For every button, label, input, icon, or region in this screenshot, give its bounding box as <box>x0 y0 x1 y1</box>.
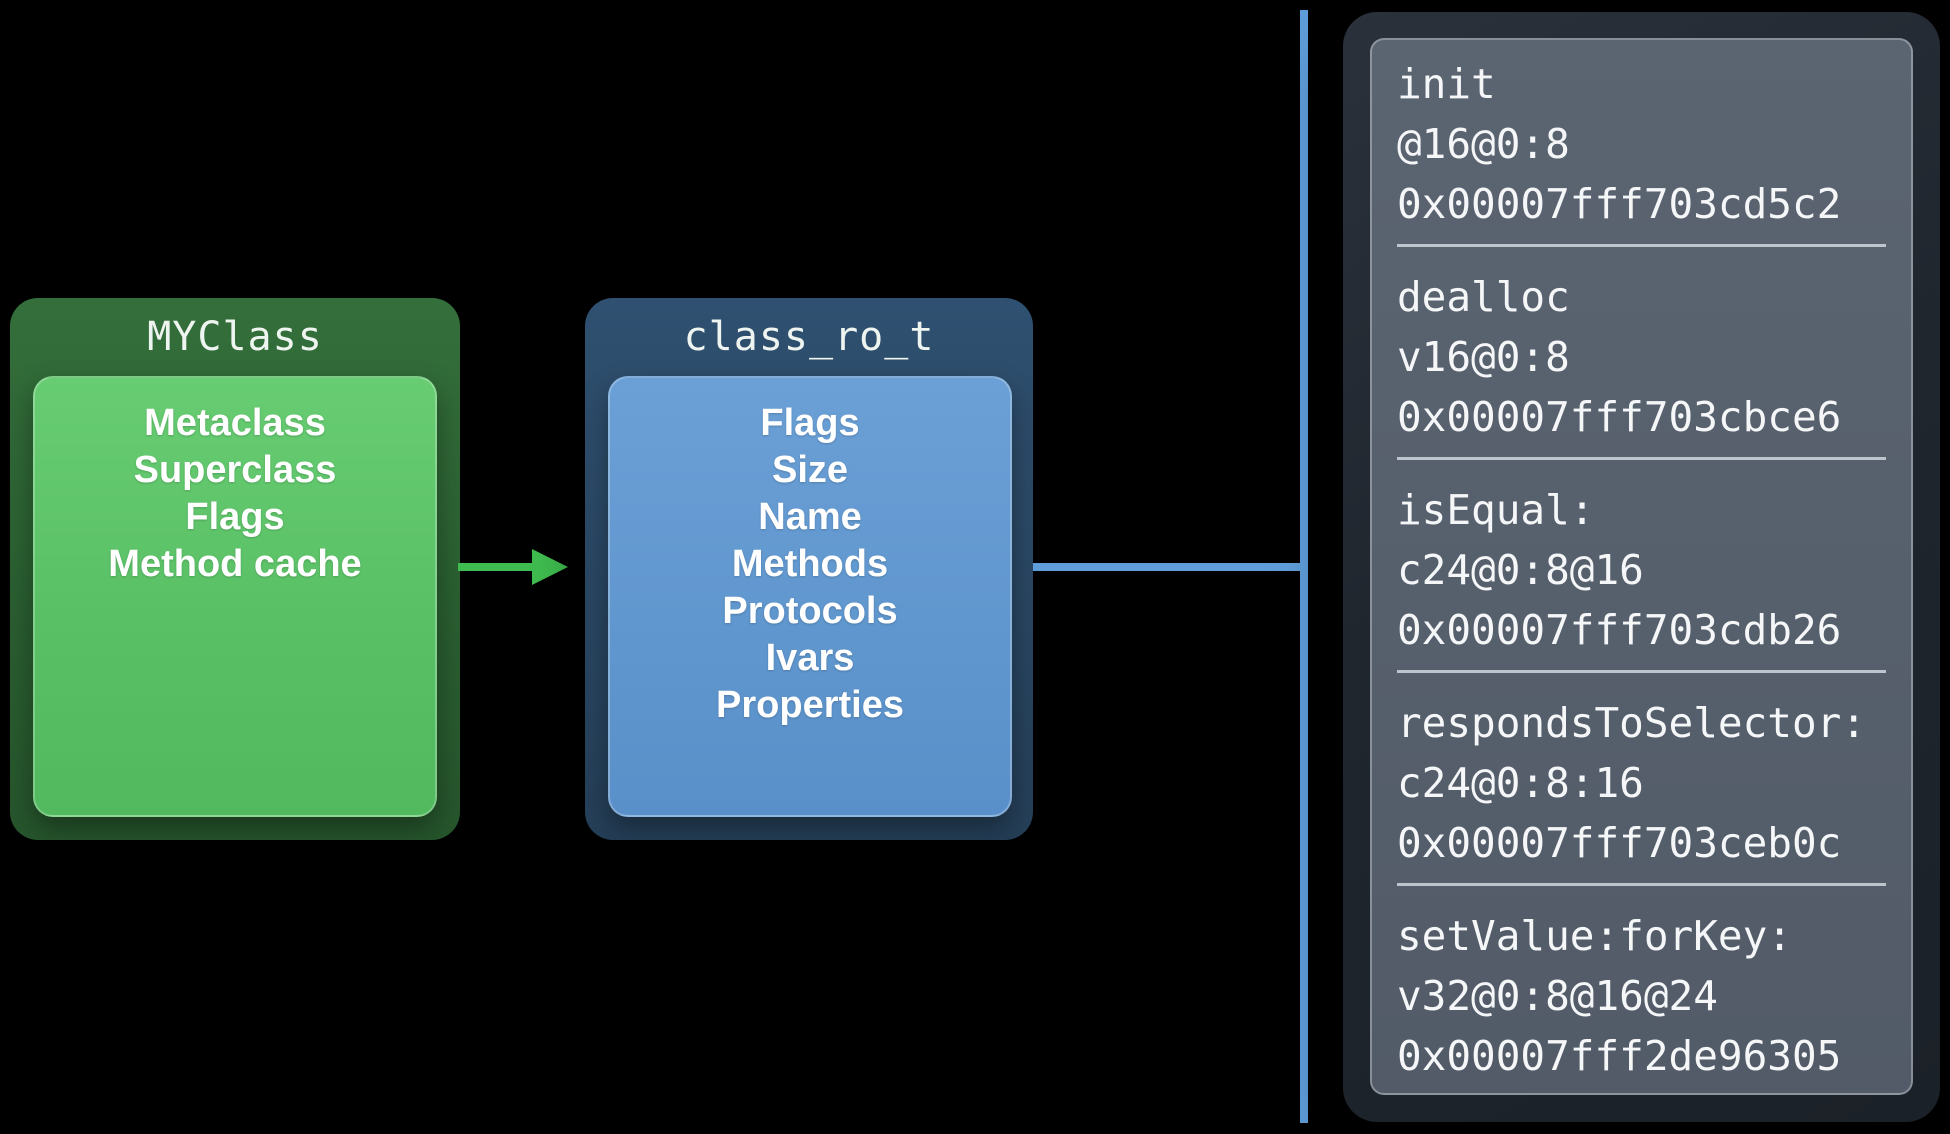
method-encoding: @16@0:8 <box>1397 120 1570 168</box>
classro-to-methods-connector <box>1033 563 1306 571</box>
field-methods: Methods <box>731 543 889 585</box>
field-protocols: Protocols <box>722 590 898 632</box>
method-list-panel: init @16@0:8 0x00007fff703cd5c2 dealloc … <box>1343 12 1940 1122</box>
method-address: 0x00007fff703cd5c2 <box>1397 180 1842 228</box>
field-method-cache: Method cache <box>108 543 362 585</box>
method-name: setValue:forKey: <box>1397 912 1792 960</box>
method-address: 0x00007fff703cbce6 <box>1397 393 1842 441</box>
method-name: init <box>1397 60 1496 108</box>
classro-title: class_ro_t <box>683 314 935 360</box>
method-encoding: v16@0:8 <box>1397 333 1570 381</box>
method-encoding: c24@0:8@16 <box>1397 546 1644 594</box>
field-flags: Flags <box>760 402 860 444</box>
method-address: 0x00007fff703cdb26 <box>1397 606 1842 654</box>
classro-fields-box: Flags Size Name Methods Protocols Ivars … <box>608 376 1012 817</box>
method-address: 0x00007fff2de96305 <box>1397 1032 1842 1080</box>
field-size: Size <box>771 449 849 491</box>
arrow-head <box>532 549 568 585</box>
method-list-rail <box>1300 10 1308 1123</box>
myclass-box: MYClass Metaclass Superclass Flags Metho… <box>10 298 460 840</box>
method-name: isEqual: <box>1397 486 1595 534</box>
method-entry-isequal: isEqual: c24@0:8@16 0x00007fff703cdb26 <box>1397 460 1886 673</box>
classro-box: class_ro_t Flags Size Name Methods Proto… <box>585 298 1033 840</box>
myclass-to-classro-arrow-icon <box>458 549 568 585</box>
myclass-fields-box: Metaclass Superclass Flags Method cache <box>33 376 437 817</box>
field-ivars: Ivars <box>765 637 855 679</box>
method-entry-respondstoselector: respondsToSelector: c24@0:8:16 0x00007ff… <box>1397 673 1886 886</box>
field-metaclass: Metaclass <box>144 402 326 444</box>
method-name: respondsToSelector: <box>1397 699 1866 747</box>
field-superclass: Superclass <box>133 449 337 491</box>
field-properties: Properties <box>716 684 904 726</box>
myclass-title: MYClass <box>147 314 323 360</box>
method-address: 0x00007fff703ceb0c <box>1397 819 1842 867</box>
method-entry-init: init @16@0:8 0x00007fff703cd5c2 <box>1397 52 1886 247</box>
method-entry-dealloc: dealloc v16@0:8 0x00007fff703cbce6 <box>1397 247 1886 460</box>
method-encoding: c24@0:8:16 <box>1397 759 1644 807</box>
method-encoding: v32@0:8@16@24 <box>1397 972 1718 1020</box>
field-name: Name <box>758 496 862 538</box>
field-flags: Flags <box>185 496 285 538</box>
method-name: dealloc <box>1397 273 1570 321</box>
method-entry-setvalueforkey: setValue:forKey: v32@0:8@16@24 0x00007ff… <box>1397 886 1886 1093</box>
method-list: init @16@0:8 0x00007fff703cd5c2 dealloc … <box>1370 38 1913 1095</box>
